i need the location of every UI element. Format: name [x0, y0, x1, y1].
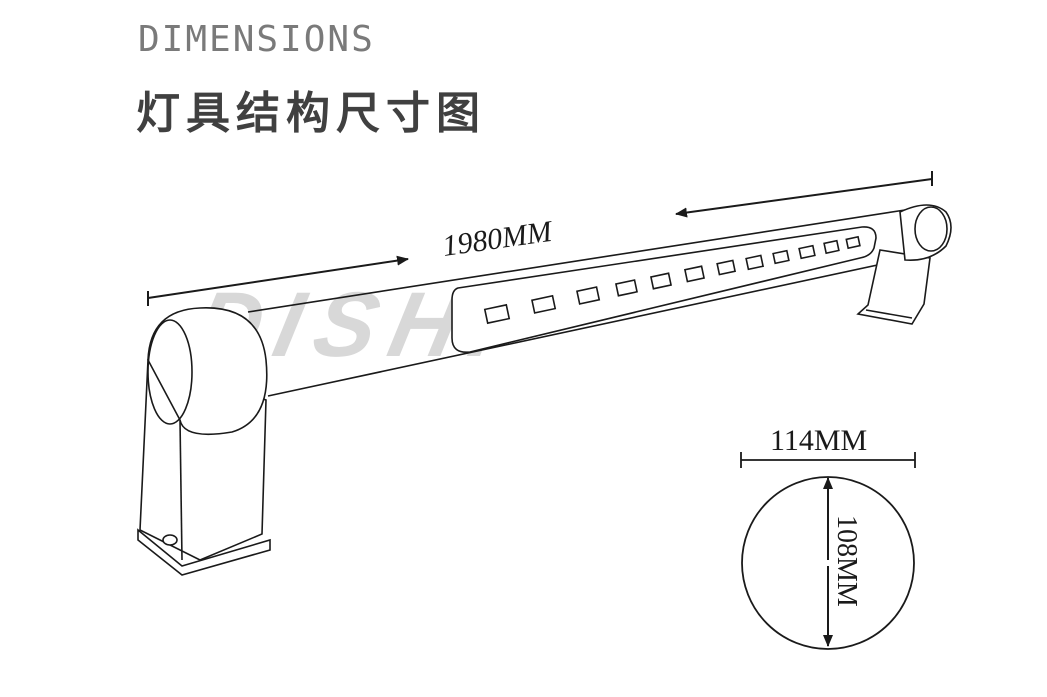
led-bead — [745, 254, 765, 271]
right-cap-rim — [914, 206, 948, 252]
length-dimension — [147, 171, 933, 306]
tube-bottom-edge — [267, 257, 911, 397]
led-bead — [531, 294, 557, 314]
led-bead — [798, 244, 816, 260]
led-window — [451, 226, 877, 354]
heading-english: DIMENSIONS — [138, 19, 375, 60]
heading-chinese: 灯具结构尺寸图 — [136, 88, 486, 139]
right-end-cap — [856, 204, 952, 325]
led-bead — [650, 272, 672, 290]
left-bracket-fold — [179, 419, 183, 561]
led-bead — [683, 265, 705, 283]
led-bead — [845, 235, 861, 250]
left-end-cap — [137, 307, 271, 576]
left-cap-face — [147, 307, 268, 436]
led-bead — [772, 249, 790, 265]
length-arrow-right — [675, 178, 933, 218]
led-bead — [483, 303, 511, 325]
length-label: 1980MM — [440, 215, 555, 263]
right-bracket-base — [865, 309, 913, 319]
led-bead — [823, 239, 840, 255]
width-dimension — [740, 452, 916, 468]
height-label: 108MM — [831, 515, 862, 607]
tube-body — [247, 209, 911, 397]
right-bracket — [856, 249, 931, 325]
length-arrow-left — [147, 255, 409, 299]
left-cap-rim — [147, 319, 193, 425]
right-cap-face — [899, 204, 952, 262]
led-bead — [716, 259, 737, 276]
width-label: 114MM — [770, 424, 867, 457]
mounting-hole — [162, 534, 178, 546]
led-beads — [483, 235, 861, 325]
led-bead — [615, 279, 638, 297]
left-bracket-foot — [137, 528, 271, 576]
led-bead — [576, 286, 601, 305]
tube-top-edge — [247, 209, 906, 313]
